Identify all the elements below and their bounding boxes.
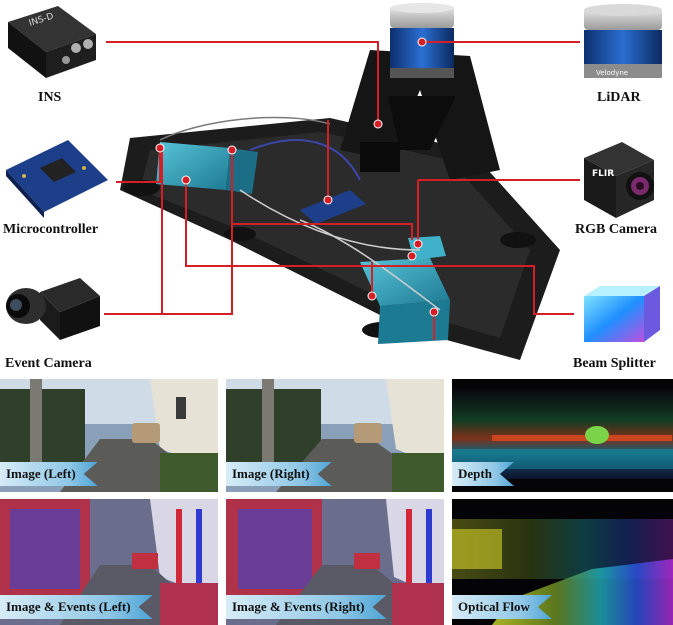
tile-depth: Depth (452, 379, 673, 492)
tile-image-right: Image (Right) (226, 379, 444, 492)
central-rig (120, 3, 560, 360)
rig-illustration: INS-D Velodyne FLIR (6, 3, 662, 360)
sensor-rig-diagram: INS-D Velodyne FLIR (3, 3, 662, 371)
connector-dots (155, 37, 439, 317)
tile-image-right-label: Image (Right) (226, 462, 332, 486)
tile-events-right-label: Image & Events (Right) (226, 595, 387, 619)
tile-events-left-label: Image & Events (Left) (0, 595, 153, 619)
microcontroller-board (6, 140, 108, 218)
lidar-device: Velodyne (584, 4, 662, 78)
ins-device: INS-D (8, 6, 96, 78)
depth-map (452, 379, 673, 492)
rgb-brand: FLIR (592, 169, 614, 179)
tile-optical-flow-label: Optical Flow (452, 595, 552, 619)
ins-label: INS (38, 90, 62, 105)
rgb-camera-label: RGB Camera (575, 222, 658, 237)
street-scene-left (0, 379, 218, 492)
tile-events-right: Image & Events (Right) (226, 499, 444, 625)
beam-splitter-cube (584, 286, 660, 342)
event-camera (6, 278, 100, 340)
lidar-brand: Velodyne (596, 69, 628, 77)
tile-optical-flow: Optical Flow (452, 499, 673, 625)
lidar-label: LiDAR (597, 90, 641, 105)
tile-image-left: Image (Left) (0, 379, 218, 492)
rgb-camera: FLIR (584, 142, 654, 218)
event-camera-label: Event Camera (5, 356, 92, 371)
connector-lines (104, 41, 580, 340)
tile-events-left: Image & Events (Left) (0, 499, 218, 625)
beam-splitter-label: Beam Splitter (573, 356, 656, 371)
tile-image-left-label: Image (Left) (0, 462, 98, 486)
microcontroller-label: Microcontroller (3, 222, 99, 237)
